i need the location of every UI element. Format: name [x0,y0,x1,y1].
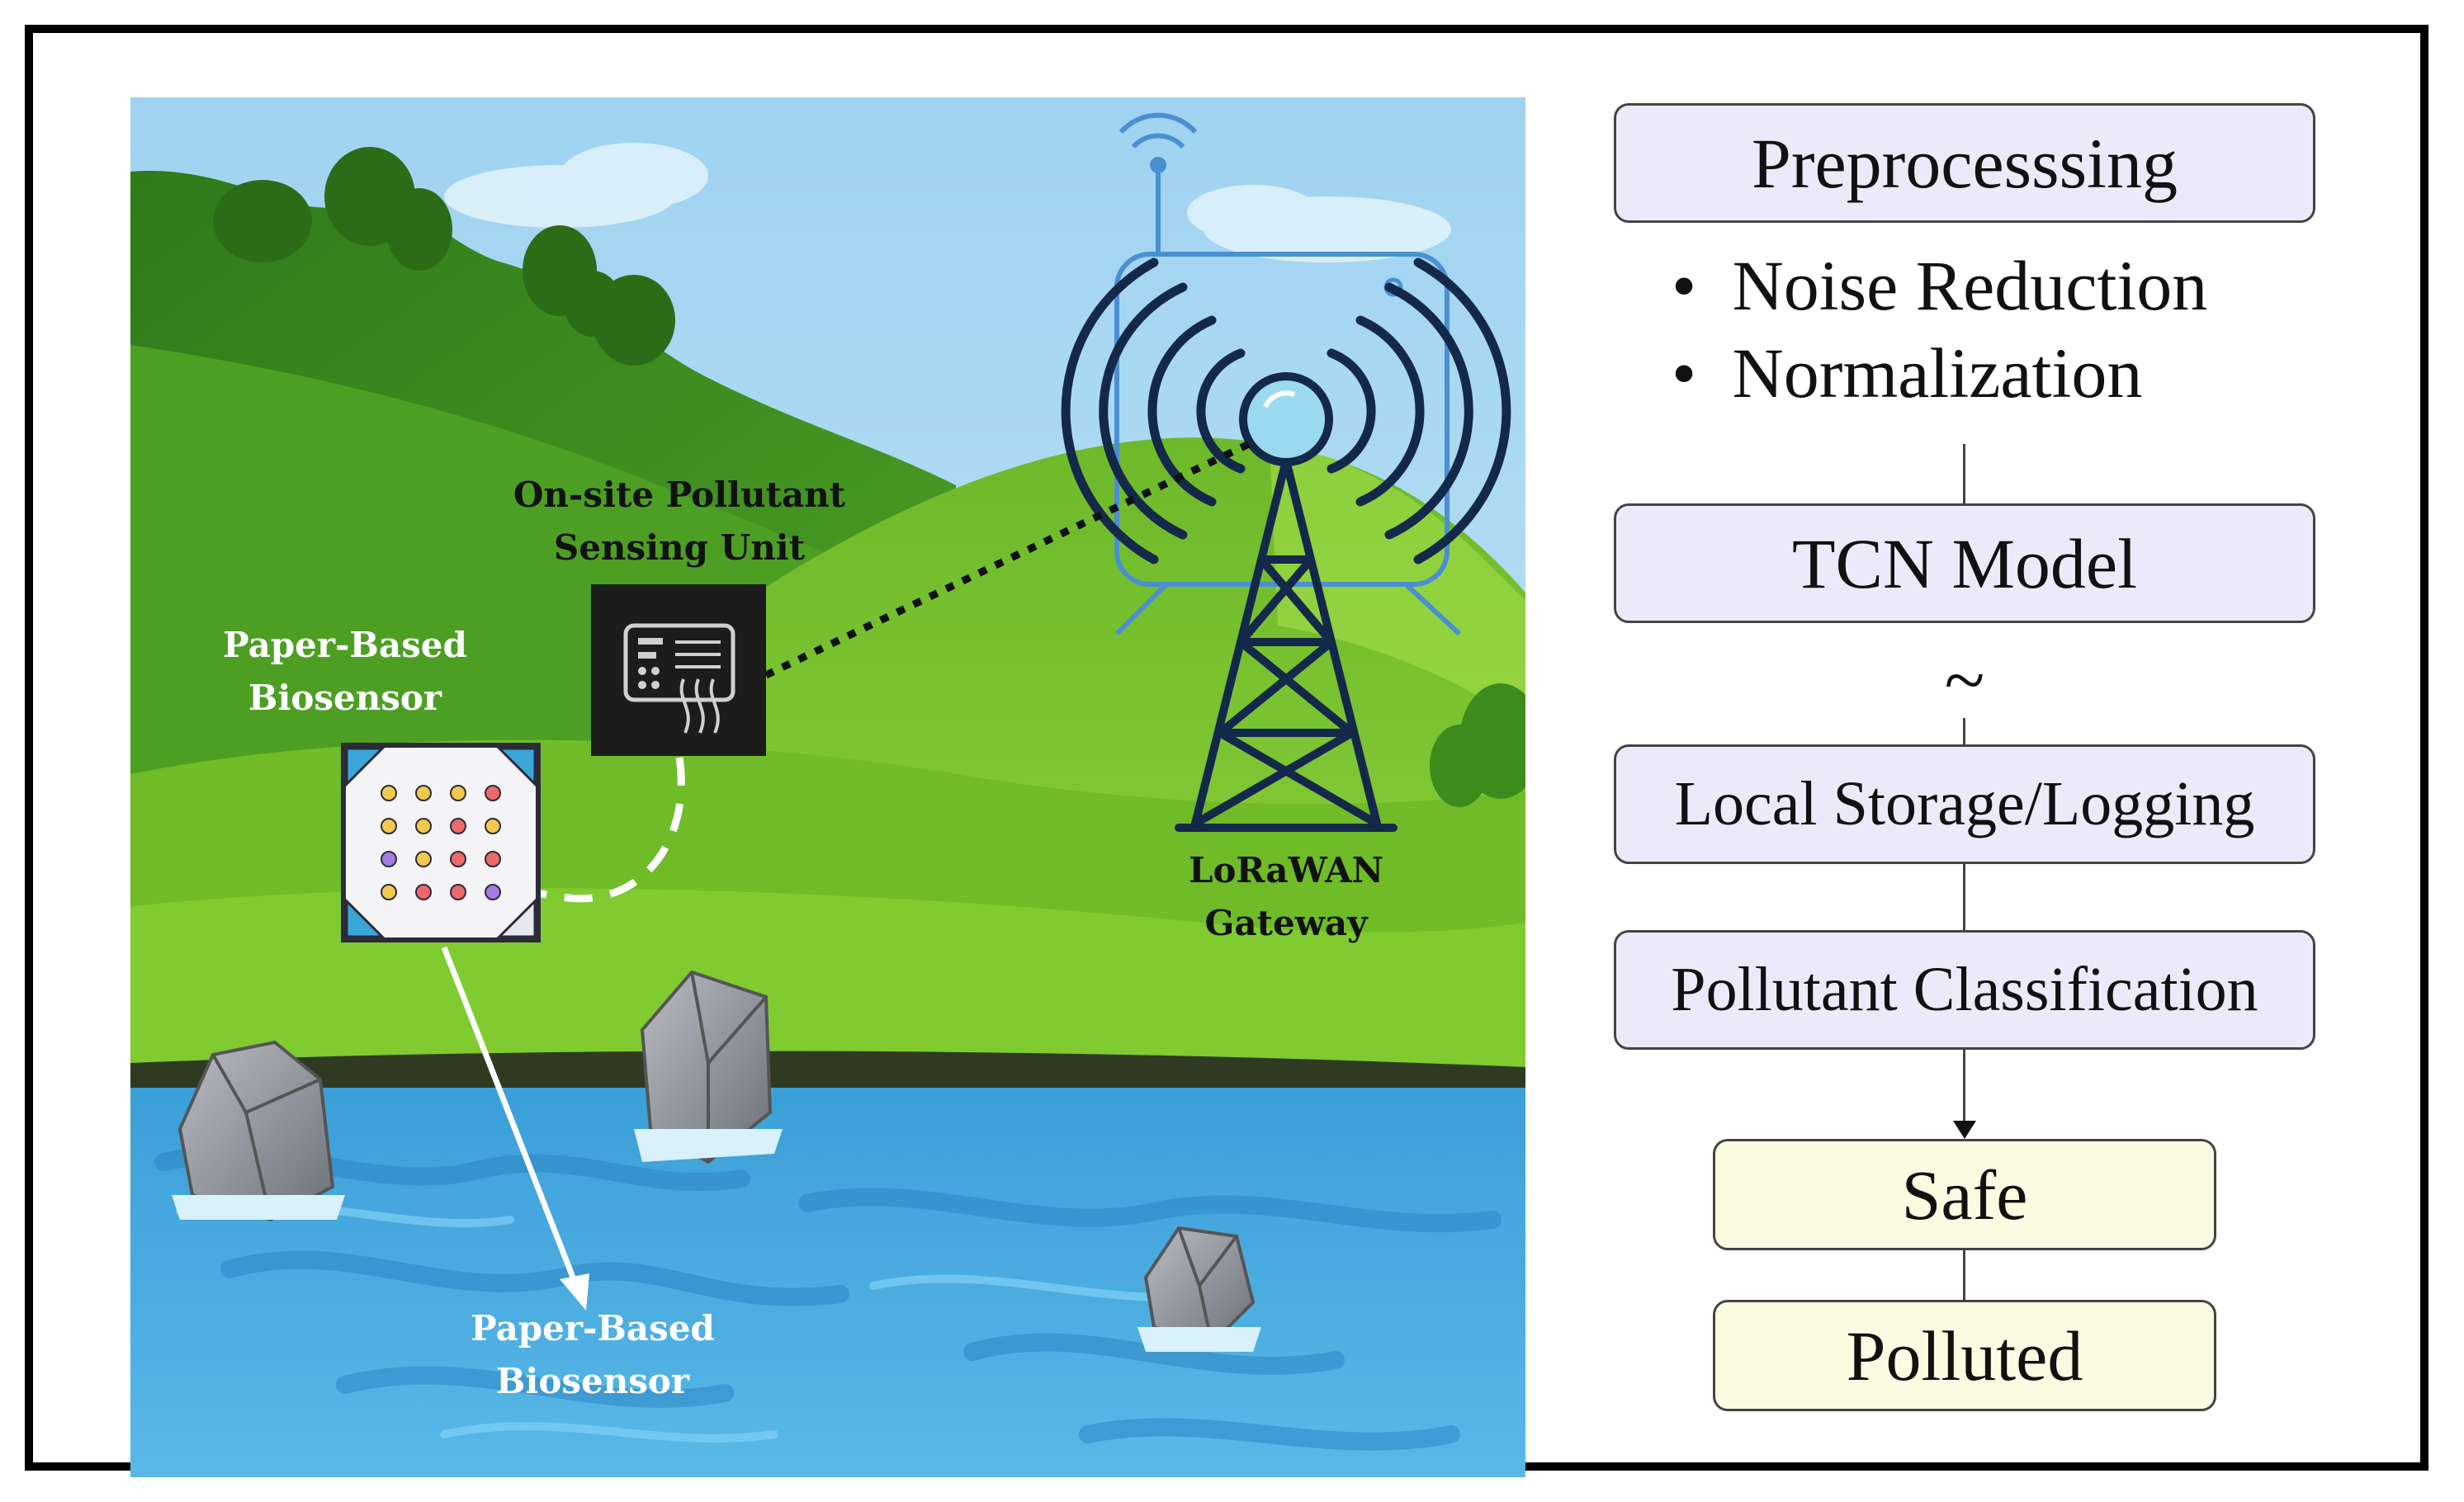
rock-3 [1137,1226,1261,1352]
rock-2 [634,970,783,1164]
local-storage-label: Local Storage/Logging [1674,769,2255,838]
bullet-dot: • [1672,246,1697,325]
river-scene-illustration: On-site Pollutant Sensing Unit Paper-Bas… [130,97,1525,1477]
biosensor-label-top: Paper-Based Biosensor [213,619,477,725]
polluted-box: Polluted [1713,1300,2216,1411]
rock-1 [172,1040,345,1222]
pollutant-classification-label: Pollutant Classification [1671,955,2258,1024]
clouds [444,143,1451,262]
bullet-dot: • [1672,333,1697,413]
bullet-normalization: • Normalization [1672,332,2142,414]
river-water [130,1088,1525,1477]
local-storage-box: Local Storage/Logging [1614,744,2315,864]
connector-line [1963,1250,1965,1300]
connector-line [1963,444,1965,503]
polluted-label: Polluted [1846,1315,2083,1396]
biosensor-label-top-line1: Paper-Based [223,625,467,665]
connector-line [1963,718,1965,744]
sensing-unit-label-line1: On-site Pollutant [513,475,846,515]
bullet-noise-reduction: • Noise Reduction [1672,244,2207,327]
tcn-model-box: TCN Model [1614,503,2315,623]
sensing-unit-label: On-site Pollutant Sensing Unit [502,469,857,574]
gateway-label-line1: LoRaWAN [1188,850,1384,890]
biosensor-icon [341,743,541,942]
arrow-head-icon [1953,1121,1976,1139]
signal-waves-icon [1061,257,1511,564]
gateway-label: LoRaWAN Gateway [1146,844,1426,950]
right-trees [1430,683,1525,807]
bullet-text-noise-reduction: Noise Reduction [1732,246,2208,325]
preprocessing-label: Preprocesssing [1752,123,2178,203]
biosensor-label-bottom-line1: Paper-Based [471,1308,715,1348]
ridge-trees [213,147,675,366]
radio-tower-icon [1175,456,1398,832]
biosensor-arrow [441,946,589,1311]
antenna-bulb [1239,372,1333,466]
biosensor-label-bottom-line2: Biosensor [495,1361,690,1401]
connector-line [1963,864,1965,930]
tilde-symbol: ~ [1944,640,1985,721]
sensing-unit-icon [591,584,766,756]
sensor-cable [475,757,685,903]
safe-box: Safe [1713,1139,2216,1250]
figure-frame: On-site Pollutant Sensing Unit Paper-Bas… [25,25,2429,1477]
biosensor-label-bottom: Paper-Based Biosensor [461,1302,725,1408]
sensing-unit-label-line2: Sensing Unit [553,527,806,568]
preprocessing-box: Preprocesssing [1614,103,2315,223]
gateway-label-line2: Gateway [1204,903,1368,943]
arrow-line [1963,1050,1965,1124]
biosensor-label-top-line2: Biosensor [248,678,442,718]
bullet-text-normalization: Normalization [1732,333,2143,413]
safe-label: Safe [1901,1155,2028,1235]
tcn-model-label: TCN Model [1791,523,2138,603]
pollutant-classification-box: Pollutant Classification [1614,930,2315,1050]
